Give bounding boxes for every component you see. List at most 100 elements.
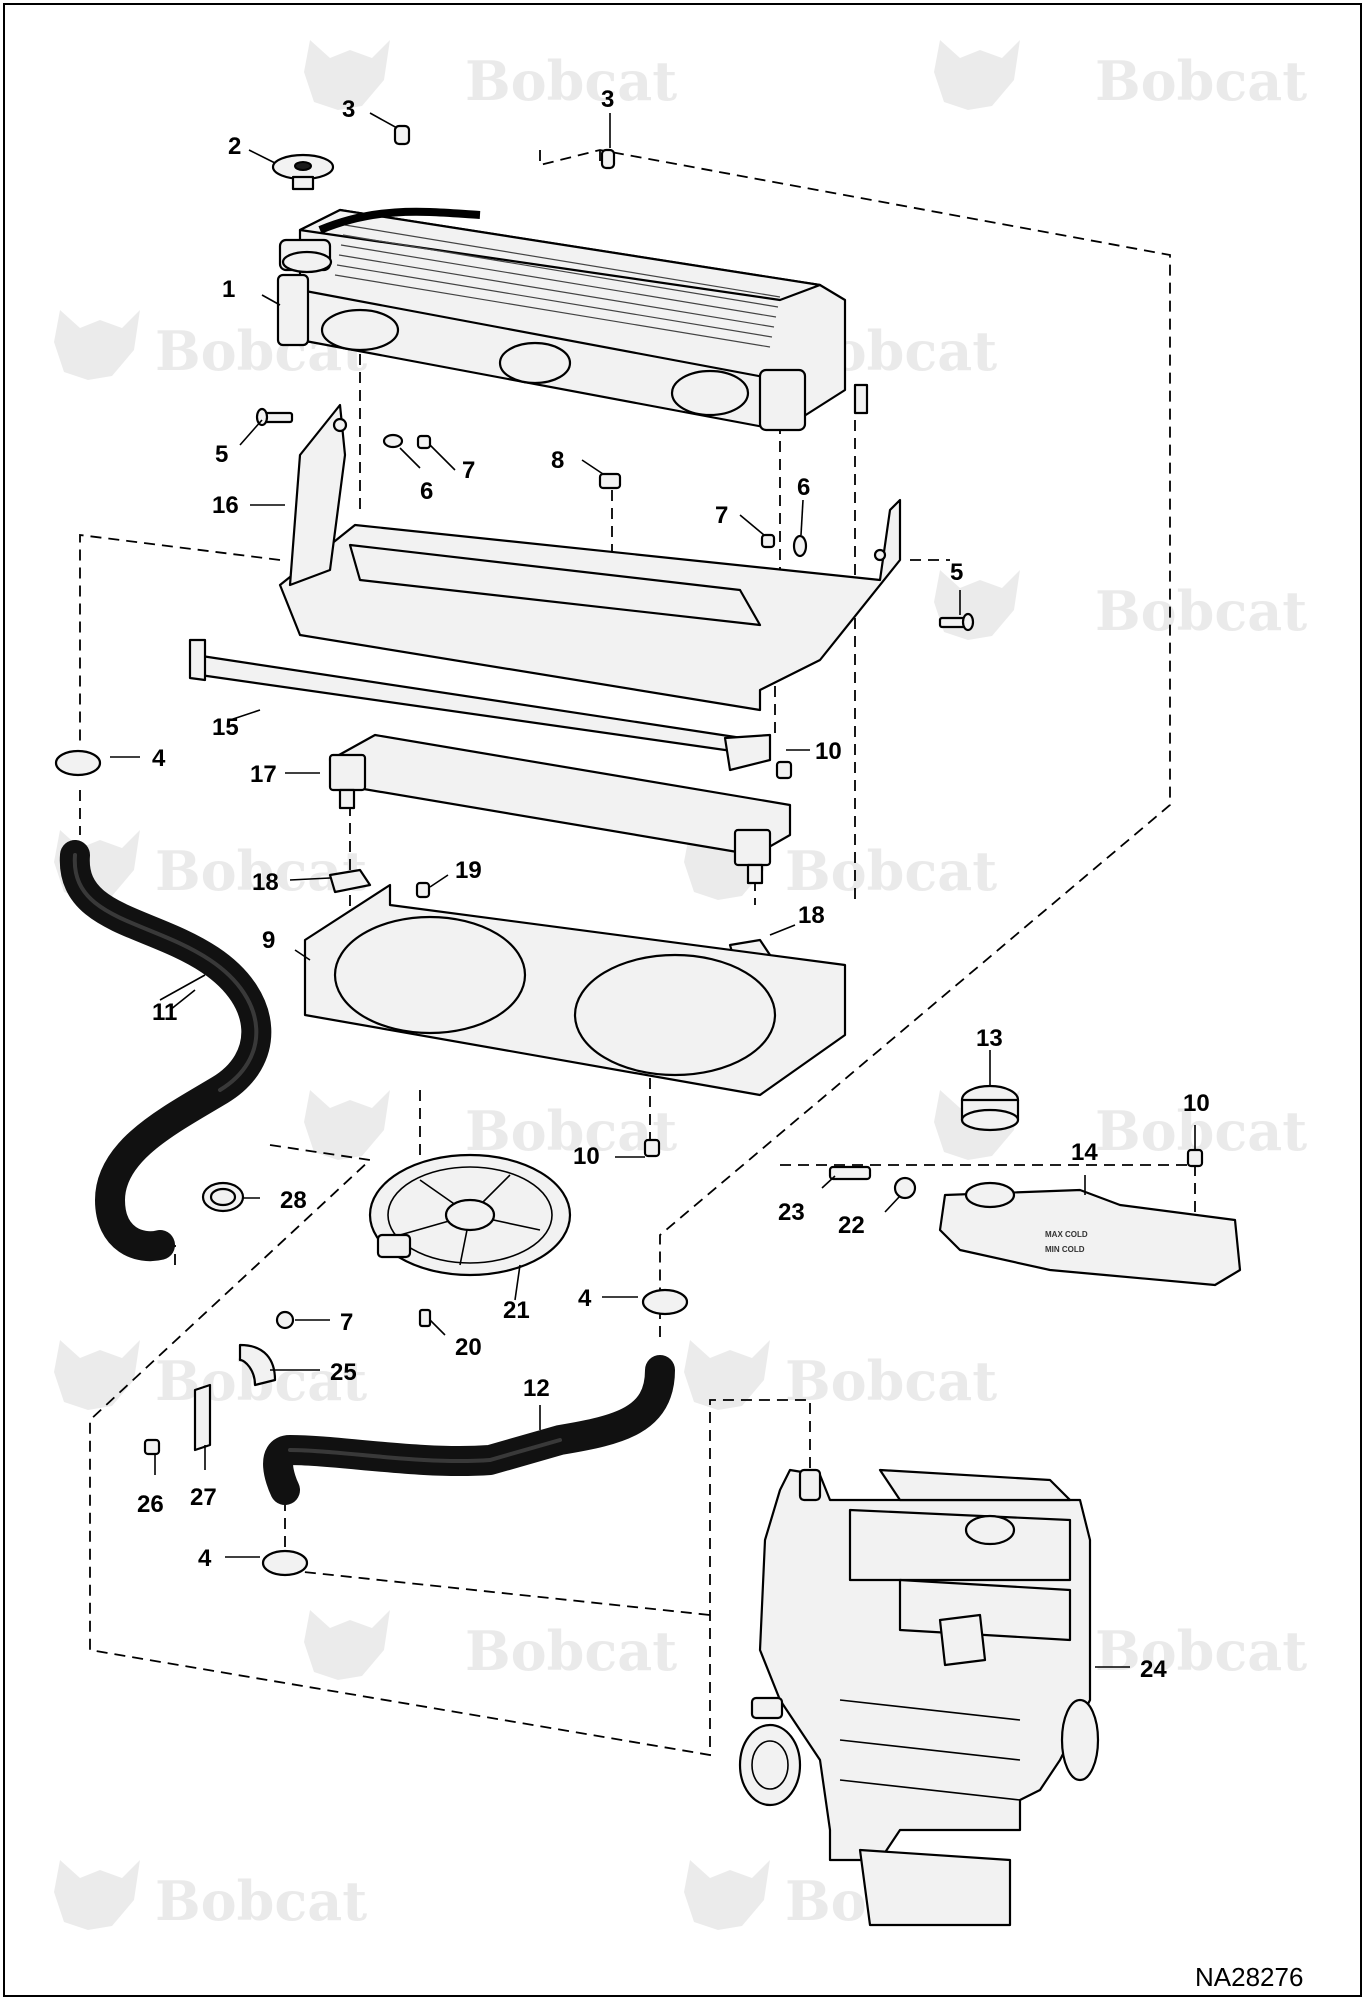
radiator-oval-cutout-left — [320, 308, 400, 352]
watermark-text: Bobcat — [155, 1869, 367, 1933]
coolant-reservoir: MAX COLD MIN COLD — [938, 1181, 1242, 1287]
callout-13: 13 — [976, 1025, 1003, 1052]
radiator-right-tank — [758, 368, 807, 432]
callout-6: 6 — [420, 478, 433, 505]
support-bar — [328, 733, 792, 885]
bobcat-logo-watermark — [54, 310, 140, 380]
fan-shroud-plate — [303, 883, 847, 1097]
callout-8: 8 — [551, 447, 564, 474]
callout-7: 7 — [340, 1309, 353, 1336]
callout-24: 24 — [1140, 1656, 1167, 1683]
callout-10: 10 — [815, 738, 842, 765]
callout-9: 9 — [262, 927, 275, 954]
watermark-text: Bobcat — [785, 839, 997, 903]
callout-18: 18 — [252, 869, 279, 896]
seal-strip — [188, 638, 772, 772]
radiator-overflow-tube — [318, 207, 481, 234]
callout-17: 17 — [250, 761, 277, 788]
washer-6-left — [382, 433, 404, 449]
bobcat-logo-watermark — [684, 1340, 770, 1410]
bolt-5-right-head — [961, 612, 975, 632]
bolt-10-reservoir — [1186, 1148, 1204, 1168]
radiator-right-post — [853, 383, 869, 415]
bolt-5-left-head — [255, 407, 269, 427]
fan-hub — [444, 1198, 496, 1232]
watermark-text: Bobcat — [785, 1349, 997, 1413]
callout-3: 3 — [342, 96, 355, 123]
support-bar-left-block — [328, 753, 367, 792]
callout-3: 3 — [601, 86, 614, 113]
radiator-cap — [271, 153, 335, 191]
radiator-filler-rim — [281, 250, 333, 274]
callout-5: 5 — [215, 441, 228, 468]
engine-oil-filter-inner — [751, 1740, 789, 1790]
callout-numbers: 1 2 3 3 4 4 4 5 5 6 6 7 7 7 8 9 10 10 10… — [137, 86, 1210, 1683]
engine-thermostat-outlet — [798, 1468, 822, 1502]
guide-line-lower-hose — [284, 1500, 711, 1616]
hose-clamps-4 — [54, 749, 689, 1577]
callout-12: 12 — [523, 1375, 550, 1402]
callout-7: 7 — [715, 502, 728, 529]
callout-28: 28 — [280, 1187, 307, 1214]
bolt-10-upper — [775, 760, 793, 780]
callout-5: 5 — [950, 559, 963, 586]
reservoir-min-marking: MIN COLD — [1045, 1245, 1085, 1254]
bolt-20 — [418, 1308, 432, 1328]
hose-clamp-small-right — [600, 148, 616, 170]
callout-14: 14 — [1071, 1139, 1098, 1166]
callout-20: 20 — [455, 1334, 482, 1361]
watermark-text: Bobcat — [155, 839, 367, 903]
nut-7-left — [416, 434, 432, 450]
radiator-cap-center — [294, 161, 312, 171]
callout-4: 4 — [152, 745, 166, 772]
bobcat-logo-watermark — [304, 1090, 390, 1160]
p-clamp-25 — [238, 1343, 277, 1387]
callout-26: 26 — [137, 1491, 164, 1518]
callout-leaders — [110, 112, 1196, 1668]
mount-frame-left-bracket — [288, 403, 347, 587]
bobcat-logo-watermark — [54, 1340, 140, 1410]
callout-4: 4 — [578, 1285, 592, 1312]
engine-valve-cover — [848, 1508, 1072, 1582]
callout-10: 10 — [573, 1143, 600, 1170]
radiator-mount-frame — [278, 403, 902, 712]
guide-line-left-upper — [79, 533, 281, 745]
bracket-27 — [193, 1383, 212, 1452]
watermark-text: Bobcat — [465, 1099, 677, 1163]
shroud-fan-opening-left — [333, 915, 527, 1035]
watermark-text: Bobcat — [465, 1619, 677, 1683]
engine-exhaust-manifold — [898, 1578, 1072, 1642]
mounting-hardware-upper — [255, 407, 975, 632]
watermark-text: Bobcat — [1095, 1619, 1307, 1683]
watermark-text: Bobcat — [1095, 49, 1307, 113]
hose-clamp-small-left — [393, 124, 411, 146]
fan-ring — [387, 1166, 553, 1264]
guide-line-lower-loop — [89, 1144, 811, 1757]
hose-clamp-4-lower — [261, 1549, 309, 1577]
drawing-reference-number: NA28276 — [1195, 1962, 1303, 1992]
reservoir-cap — [960, 1084, 1020, 1132]
callout-27: 27 — [190, 1484, 217, 1511]
support-bar-body — [328, 733, 792, 857]
watermark-text: Bobcat — [1095, 579, 1307, 643]
bobcat-logo-watermark — [934, 570, 1020, 640]
washer-6-right — [792, 534, 808, 558]
callout-25: 25 — [330, 1359, 357, 1386]
radiator-fins — [334, 224, 781, 348]
seal-strip-end-left — [188, 638, 207, 682]
callout-16: 16 — [212, 492, 239, 519]
mount-frame-hole — [332, 417, 348, 433]
fan-blades — [399, 1174, 541, 1266]
bobcat-logo-watermark — [304, 1610, 390, 1680]
callout-2: 2 — [228, 133, 241, 160]
engine-starter-port — [750, 1696, 784, 1720]
engine-oil-pan — [858, 1848, 1012, 1927]
engine-flywheel-housing — [1060, 1698, 1100, 1782]
bolt-10-lower — [643, 1138, 661, 1158]
bobcat-logo-watermark — [934, 40, 1020, 110]
callout-21: 21 — [503, 1297, 530, 1324]
support-bar-right-stud — [746, 863, 764, 885]
callout-22: 22 — [838, 1212, 865, 1239]
bobcat-logo-watermark — [54, 1860, 140, 1930]
